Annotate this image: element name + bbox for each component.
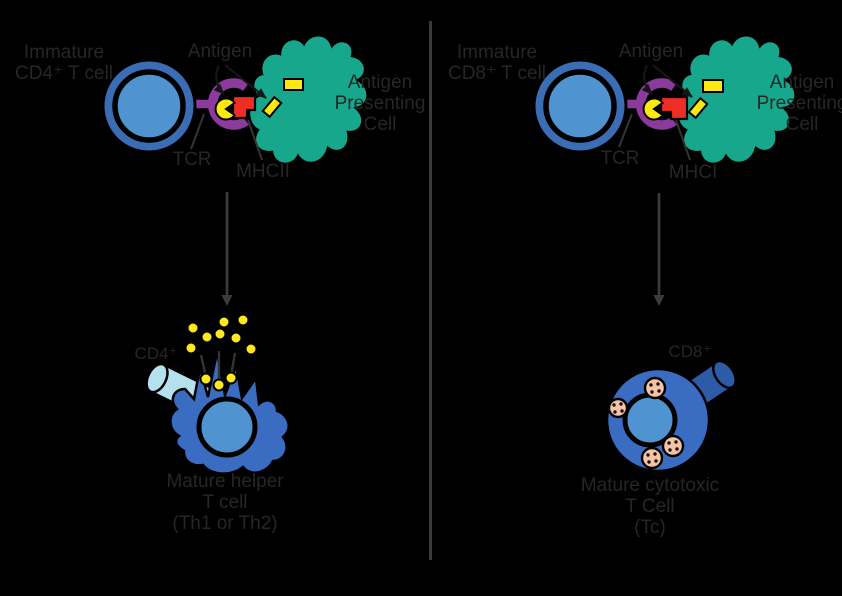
- left-flow-arrow: [221, 192, 233, 306]
- right-scene: [532, 34, 797, 473]
- right-antigen-label: Antigen: [618, 41, 684, 62]
- right-apc-label-line2: Presenting: [756, 93, 842, 114]
- right-mhc-label: MHCI: [668, 162, 718, 183]
- right-apc-label-line1: Antigen: [769, 72, 835, 93]
- left-apc-cell: [247, 34, 369, 165]
- left-apc-label-line2: Presenting: [334, 93, 426, 114]
- left-tcr-pointer-line: [190, 113, 205, 150]
- left-helper-nucleus-icon: [196, 396, 258, 458]
- left-tcr-label: TCR: [172, 149, 212, 170]
- left-antigen-label: Antigen: [187, 41, 253, 62]
- right-apc-label-line3: Cell: [785, 114, 819, 135]
- right-coreceptor-label: CD8⁺: [668, 342, 712, 361]
- right-antigen-in-groove-icon: [642, 97, 664, 121]
- right-antigen-arrow-2: [652, 64, 693, 98]
- left-mature-label-line2: T cell: [202, 492, 248, 513]
- granule-contents-dots: [612, 382, 679, 464]
- left-antigen-in-groove-icon: [214, 97, 236, 121]
- right-flow-arrow: [653, 193, 665, 306]
- right-tcell-label-line2: CD8⁺ T cell: [447, 63, 547, 84]
- left-immature-tcell-icon: [101, 58, 197, 154]
- left-tcell-label-line1: Immature: [23, 42, 105, 63]
- left-mhc-label: MHCII: [236, 161, 290, 182]
- right-tcell-label-line1: Immature: [456, 42, 538, 63]
- left-apc-label: Antigen Presenting Cell: [335, 72, 426, 135]
- panel-divider: [429, 21, 432, 560]
- right-immature-tcell-icon: [532, 58, 628, 154]
- left-scene: [101, 34, 369, 475]
- right-antigen-fragment-icon: [702, 79, 724, 93]
- left-mature-label-line3: (Th1 or Th2): [172, 513, 278, 534]
- right-mature-label-line2: T Cell: [625, 496, 675, 517]
- right-mhc-pointer-line: [675, 119, 691, 161]
- right-apc-label: Antigen Presenting Cell: [757, 72, 842, 135]
- left-mature-label: Mature helper T cell (Th1 or Th2): [166, 471, 283, 534]
- left-tcell-label: Immature CD4⁺ T cell: [15, 42, 113, 84]
- left-antigen-arrow-1: [213, 64, 225, 95]
- left-apc-label-line1: Antigen: [347, 72, 413, 93]
- left-antigen-arrow-2: [224, 64, 267, 99]
- right-antigen-arrow-1: [641, 64, 653, 95]
- left-tcell-label-line2: CD4⁺ T cell: [14, 63, 114, 84]
- right-tcell-label: Immature CD8⁺ T cell: [448, 42, 546, 84]
- left-apc-label-line3: Cell: [363, 114, 397, 135]
- right-tcr-label: TCR: [600, 148, 640, 169]
- right-apc-cell: [675, 34, 797, 165]
- left-mhc-pointer-line: [247, 119, 263, 161]
- right-mature-label: Mature cytotoxic T Cell (Tc): [581, 475, 719, 538]
- right-mhc1-molecule-icon: [659, 95, 689, 121]
- cytokine-dots-icon: [184, 313, 258, 392]
- right-tcr-pointer-line: [618, 113, 633, 148]
- right-mature-label-line1: Mature cytotoxic: [580, 475, 720, 496]
- left-mature-label-line1: Mature helper: [166, 471, 284, 492]
- left-coreceptor-label: CD4⁺: [134, 344, 178, 363]
- left-antigen-fragment-icon: [283, 78, 304, 91]
- left-antigen-presented-icon: [261, 95, 283, 119]
- right-antigen-presented-icon: [687, 96, 709, 120]
- left-tcr-receptor-icon: [193, 76, 251, 132]
- right-mature-label-line3: (Tc): [634, 517, 666, 538]
